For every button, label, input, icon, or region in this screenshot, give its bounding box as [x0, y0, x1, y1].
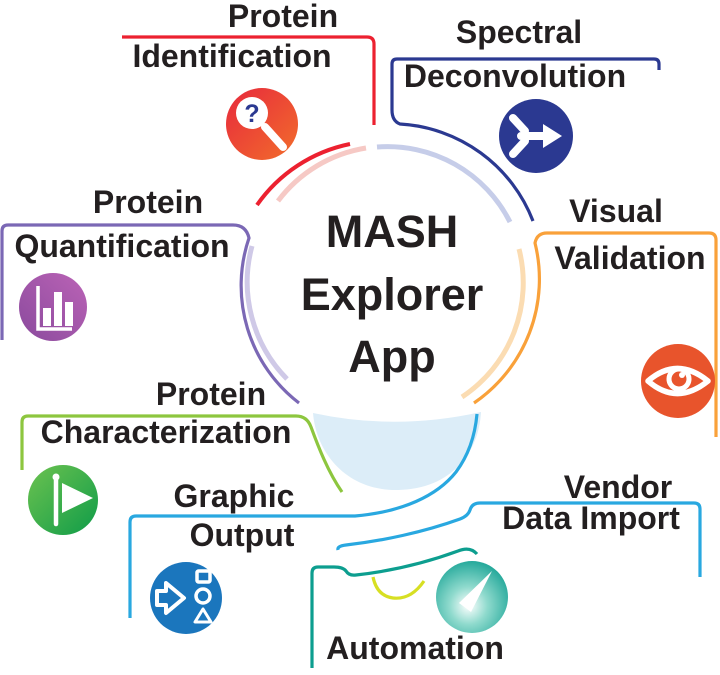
protein-identification-line2: Identification: [132, 38, 331, 74]
bar-3: [65, 302, 73, 326]
eye-icon: [641, 344, 715, 418]
bulb-base-fill: [313, 412, 481, 491]
automation-label: Automation: [326, 630, 504, 666]
vendor-data-import-line2: Data Import: [502, 500, 680, 536]
flag-icon: [28, 465, 98, 535]
protein-quantification-line2: Quantification: [14, 228, 229, 264]
spectral-deconvolution-line2: Deconvolution: [404, 58, 626, 94]
graphic-output-label: Graphic Output: [174, 478, 295, 553]
protein-characterization-line1: Protein: [156, 376, 266, 412]
shape-circle: [194, 587, 212, 605]
gauge-icon: [436, 561, 508, 633]
eye-icon-bg: [641, 344, 715, 418]
bulb-pale-arc-peach: [460, 248, 526, 400]
protein-characterization-line2: Characterization: [41, 414, 292, 450]
magnifier-lens: [236, 97, 268, 129]
automation-connector: [310, 547, 479, 668]
bar-chart-axes: [36, 286, 72, 331]
protein-identification-connector: [122, 35, 376, 125]
vendor-data-import-label: Vendor Data Import: [502, 469, 680, 536]
bar-2: [54, 292, 62, 326]
vendor-data-import-connector: [336, 501, 702, 577]
center-title: MASH Explorer App: [301, 206, 484, 382]
shapes-arrow-icon: [150, 562, 222, 634]
bulb-pale-arc-pink: [276, 145, 367, 203]
visual-validation-line1: Visual: [569, 193, 663, 229]
protein-characterization-label: Protein Characterization: [41, 376, 292, 450]
graphic-output-line1: Graphic: [174, 478, 295, 514]
protein-identification-label: Protein Identification: [132, 0, 338, 74]
bar-1: [43, 308, 51, 326]
magnifier-question-icon: ?: [226, 88, 298, 160]
protein-characterization-connector: [20, 414, 344, 493]
title-line-3: App: [348, 331, 435, 382]
spectral-deconvolution-label: Spectral Deconvolution: [404, 14, 626, 94]
shape-triangle: [193, 607, 213, 624]
visual-validation-line2: Validation: [554, 240, 705, 276]
merge-branches: [509, 114, 550, 158]
spectral-deconvolution-line1: Spectral: [456, 14, 582, 50]
flag-pennant: [62, 483, 93, 513]
bulb-pale-arc-lavender: [376, 144, 513, 224]
merge-arrowhead: [543, 124, 562, 148]
protein-quantification-connector: [0, 223, 300, 405]
flag-knob: [52, 473, 60, 481]
protein-identification-line1: Protein: [228, 0, 338, 34]
vendor-data-import-line1: Vendor: [564, 469, 672, 505]
title-line-2: Explorer: [301, 269, 484, 320]
question-mark-glyph: ?: [244, 100, 259, 128]
title-line-1: MASH: [326, 206, 459, 257]
bulb-tip-arc: [371, 576, 426, 600]
bar-chart-icon: [19, 273, 87, 341]
bulb-pale-arc-purple: [244, 245, 289, 381]
bulb-arc-red: [255, 142, 351, 207]
eye-iris: [666, 366, 692, 392]
visual-validation-connector: [473, 231, 718, 437]
protein-quantification-label: Protein Quantification: [14, 184, 229, 264]
shape-square: [195, 569, 212, 584]
spectral-deconvolution-connector: [390, 57, 661, 222]
bar-chart-bg: [19, 273, 87, 341]
export-arrow: [155, 581, 186, 615]
graphic-output-line2: Output: [190, 517, 295, 553]
merge-arrow-icon: [499, 99, 573, 173]
gauge-needle: [459, 571, 492, 612]
magnifier-handle: [261, 123, 287, 151]
visual-validation-label: Visual Validation: [554, 193, 705, 276]
protein-quantification-line1: Protein: [93, 184, 203, 220]
eye-highlight: [679, 372, 685, 378]
graphic-output-connector: [128, 413, 479, 618]
